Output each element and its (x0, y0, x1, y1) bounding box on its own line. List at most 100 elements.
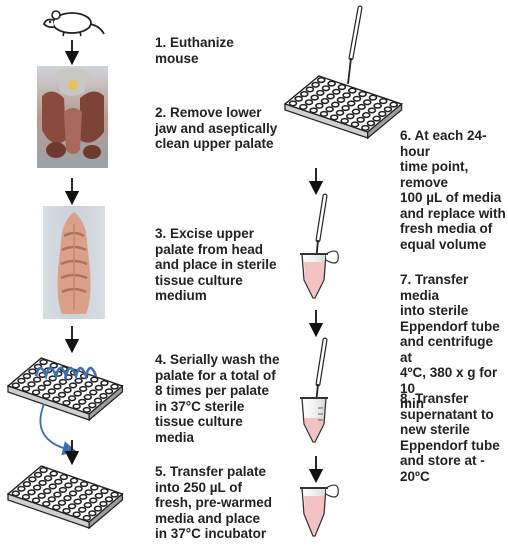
plate-well (21, 385, 31, 392)
plate-well (21, 493, 31, 500)
plate-well (68, 490, 78, 497)
step-5-text: 5. Transfer palate into 250 µL of fresh,… (155, 464, 273, 541)
plate-well (325, 106, 334, 113)
eppendorf-tube-icon (300, 484, 339, 537)
plate-well (17, 485, 26, 492)
plate-well (357, 103, 366, 110)
plate-well (346, 113, 355, 120)
plate-well (54, 478, 63, 485)
plate-well (39, 467, 48, 474)
culture-plate-icon (7, 357, 124, 421)
pipette-icon (347, 5, 363, 85)
plate-well (38, 479, 47, 486)
plate-well (47, 496, 56, 503)
plate-well (37, 492, 46, 499)
plate-well (83, 394, 92, 401)
plate-well (299, 91, 309, 98)
plate-well (100, 488, 109, 495)
plate-well (22, 373, 32, 380)
plate-well (78, 506, 87, 513)
plate-well (346, 100, 356, 107)
plate-well (99, 392, 108, 399)
plate-well (42, 488, 52, 495)
plate-well (316, 77, 326, 84)
plate-well (335, 109, 345, 116)
plate-well (110, 383, 119, 390)
plate-well (89, 497, 98, 504)
plate-well (94, 492, 104, 499)
plate-well (362, 99, 372, 106)
plate-well (48, 483, 57, 490)
plate-well (319, 110, 329, 117)
plate-well (104, 388, 114, 395)
plate-well (52, 504, 61, 511)
plate-well (33, 471, 43, 478)
plate-well (74, 377, 83, 384)
plate-well (288, 100, 298, 107)
palate-tissue-photo (43, 206, 105, 319)
plate-well (89, 389, 98, 396)
culture-plate-icon (284, 75, 403, 139)
plate-well (94, 384, 104, 391)
plate-well (352, 95, 362, 102)
plate-well (372, 115, 381, 122)
step-4-text: 4. Serially wash the palate for a total … (155, 352, 280, 445)
plate-well (79, 481, 89, 488)
plate-well (39, 359, 48, 366)
plate-well (72, 511, 81, 518)
plate-well (72, 403, 81, 410)
plate-well (100, 380, 109, 387)
plate-well (327, 80, 336, 87)
plate-well (78, 385, 88, 392)
plate-well (90, 484, 99, 491)
plate-well (68, 382, 78, 389)
plate-well (305, 86, 315, 93)
plate-well (310, 94, 319, 101)
plate-well (316, 89, 325, 96)
plate-well (299, 103, 308, 110)
plate-well (309, 107, 318, 114)
plate-well (93, 505, 103, 512)
plate-well (373, 102, 382, 109)
plate-well (320, 98, 330, 105)
plate-well (84, 381, 93, 388)
plate-well (326, 93, 335, 100)
plate-well (340, 117, 349, 124)
plate-well (52, 396, 61, 403)
eppendorf-tube-icon (300, 397, 328, 443)
plate-well (57, 499, 67, 506)
plate-well (67, 503, 77, 510)
eppendorf-tube-icon (300, 250, 339, 299)
plate-well (11, 382, 21, 389)
plate-well (329, 114, 339, 121)
plate-well (367, 107, 377, 114)
plate-well (74, 485, 83, 492)
plate-well (356, 116, 365, 123)
plate-well (53, 491, 62, 498)
plate-well (383, 106, 393, 113)
plate-well (82, 514, 92, 521)
plate-well (358, 91, 367, 98)
plate-well (49, 362, 58, 369)
plate-well (69, 477, 79, 484)
plate-well (341, 105, 350, 112)
plate-well (73, 390, 82, 397)
plate-well (315, 102, 324, 109)
plate-well (28, 476, 37, 483)
mouse-head-photo (37, 66, 108, 168)
plate-well (32, 376, 42, 383)
plate-well (42, 500, 51, 507)
plate-well (27, 489, 36, 496)
plate-well (37, 384, 46, 391)
plate-well (110, 491, 119, 498)
wash-coil (34, 366, 98, 456)
plate-well (311, 81, 320, 88)
plate-well (88, 402, 97, 409)
plate-well (366, 120, 376, 127)
plate-well (321, 85, 331, 92)
plate-well (104, 496, 114, 503)
plate-well (294, 95, 303, 102)
plate-well (49, 470, 58, 477)
step-7-text: 7. Transfer media into sterile Eppendorf… (400, 272, 500, 411)
plate-well (336, 96, 346, 103)
